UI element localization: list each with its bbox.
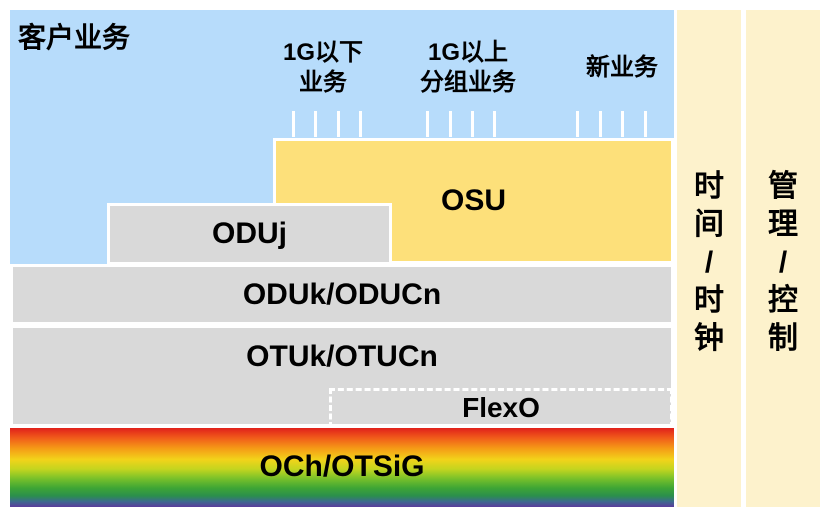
oduk-layer: ODUk/ODUCn [10,264,674,325]
tributary-tick [449,111,452,137]
tributary-tick [644,111,647,137]
tributary-tick [599,111,602,137]
flexo-label: FlexO [462,392,540,423]
tributary-tick [493,111,496,137]
oduk-label: ODUk/ODUCn [242,277,442,311]
tributary-tick [621,111,624,137]
client-services-title: 客户业务 [18,22,131,53]
osu-label: OSU [440,184,506,217]
service-label-line2: 业务 [299,69,347,96]
service-label-line2: 新业务 [586,54,658,81]
label-char: / [704,246,714,279]
label-char: 钟 [694,322,724,355]
tributary-tick [337,111,340,137]
service-label-line1: 1G以下 [282,39,363,66]
otuk-label: OTUk/OTUCn [246,340,438,373]
service-below-1g: 1G以下 业务 [270,38,376,98]
label-char: 时 [694,284,724,317]
och-otsig-layer: OCh/OTSiG [10,428,674,507]
tributary-tick [314,111,317,137]
label-char: 理 [768,208,798,241]
service-label-line1 [570,38,674,53]
tributary-tick [576,111,579,137]
label-char: 管 [768,170,798,203]
label-char: 间 [694,208,724,241]
flexo-layer: FlexO [329,388,673,428]
oduj-label: ODUj [212,217,287,250]
tributary-tick [426,111,429,137]
label-char: 制 [768,322,798,355]
label-char: 控 [768,284,798,317]
label-char: 时 [694,170,724,203]
service-label-line1: 1G以上 [427,39,508,66]
tributary-tick [359,111,362,137]
otuk-layer: OTUk/OTUCn [10,325,674,427]
management-control-label: 管 理 / 控 制 [746,168,820,358]
tributary-tick [471,111,474,137]
management-control-column: 管 理 / 控 制 [746,10,820,507]
time-clock-label: 时 间 / 时 钟 [677,168,741,358]
time-clock-column: 时 间 / 时 钟 [677,10,741,507]
och-label: OCh/OTSiG [259,450,425,483]
service-new: 新业务 [570,38,674,83]
label-char: / [778,246,788,279]
service-above-1g-packet: 1G以上 分组业务 [406,38,530,98]
tributary-tick [292,111,295,137]
oduj-layer: ODUj [107,203,392,265]
service-label-line2: 分组业务 [420,69,516,96]
